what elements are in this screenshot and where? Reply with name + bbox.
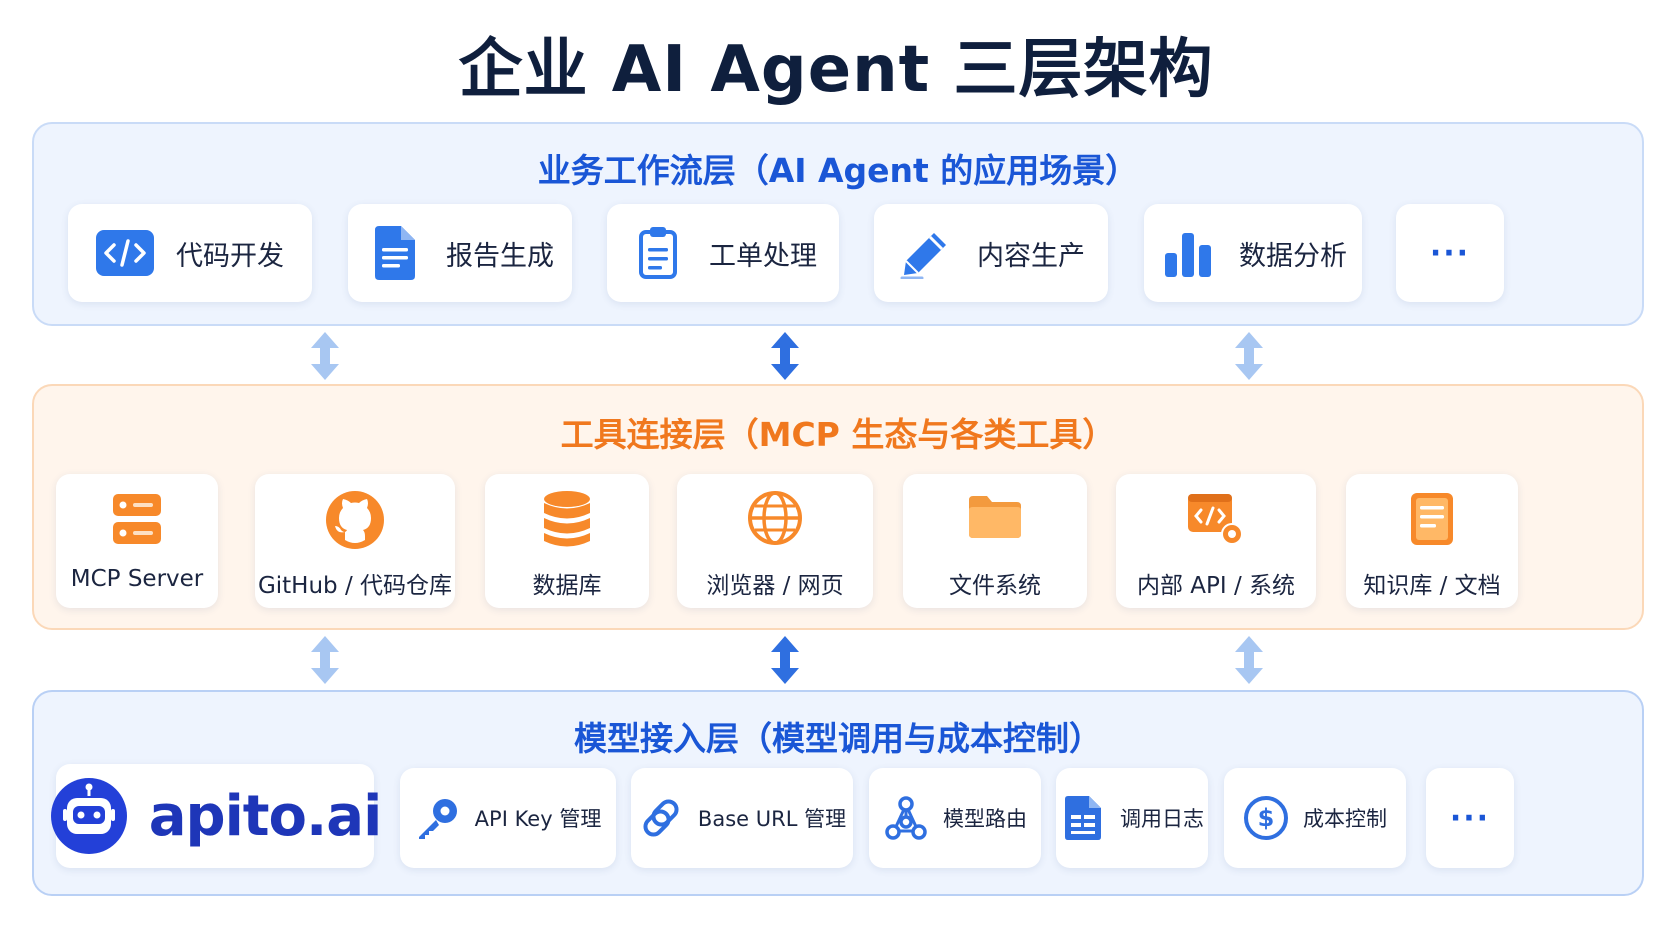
double-arrow-icon <box>1235 636 1263 684</box>
card-label: GitHub / 代码仓库 <box>257 573 453 599</box>
card-report-gen[interactable]: 报告生成 <box>348 204 572 302</box>
card-code-dev[interactable]: 代码开发 <box>68 204 312 302</box>
card-label: 工单处理 <box>709 240 817 272</box>
card-label: 浏览器 / 网页 <box>706 573 844 599</box>
card-more[interactable]: ··· <box>1396 204 1504 302</box>
page-title: 企业 AI Agent 三层架构 <box>458 33 1214 107</box>
code-icon <box>96 224 154 282</box>
business-layer-title: 业务工作流层（AI Agent 的应用场景） <box>537 151 1139 190</box>
card-label: 模型路由 <box>943 807 1027 831</box>
card-label: 知识库 / 文档 <box>1363 573 1501 599</box>
model-layer-title: 模型接入层（模型调用与成本控制） <box>574 719 1102 758</box>
card-github[interactable]: GitHub / 代码仓库 <box>255 474 455 608</box>
tools-layer-title: 工具连接层（MCP 生态与各类工具） <box>560 415 1116 454</box>
card-ticket[interactable]: 工单处理 <box>607 204 839 302</box>
brand-name: apito.ai <box>148 783 383 849</box>
card-label: 内部 API / 系统 <box>1136 573 1296 599</box>
card-label: Base URL 管理 <box>697 807 847 831</box>
card-mcp-server[interactable]: MCP Server <box>56 474 218 608</box>
card-label: 数据库 <box>532 573 602 599</box>
card-label: 数据分析 <box>1239 240 1347 272</box>
card-data-analysis[interactable]: 数据分析 <box>1144 204 1362 302</box>
pencil-icon <box>897 224 955 282</box>
link-icon <box>638 795 684 841</box>
double-arrow-icon <box>311 636 339 684</box>
double-arrow-icon <box>771 332 799 380</box>
database-icon <box>485 490 649 554</box>
card-label: 文件系统 <box>949 573 1041 599</box>
globe-icon <box>677 490 873 554</box>
robot-logo-icon <box>49 776 129 856</box>
card-base-url[interactable]: Base URL 管理 <box>631 768 853 868</box>
routing-icon <box>883 795 929 841</box>
double-arrow-icon <box>771 636 799 684</box>
card-api-key[interactable]: API Key 管理 <box>400 768 616 868</box>
double-arrow-icon <box>1235 332 1263 380</box>
svg-text:$: $ <box>1258 804 1275 832</box>
card-internal-api[interactable]: 内部 API / 系统 <box>1116 474 1316 608</box>
knowledge-doc-icon <box>1346 490 1518 554</box>
more-icon: ··· <box>1429 235 1471 271</box>
card-call-log[interactable]: 调用日志 <box>1056 768 1208 868</box>
api-settings-icon <box>1116 490 1316 554</box>
more-icon: ··· <box>1449 800 1491 836</box>
model-access-layer: 模型接入层（模型调用与成本控制） apito.ai API Key 管理 Bas… <box>32 690 1644 896</box>
card-model-routing[interactable]: 模型路由 <box>869 768 1041 868</box>
card-filesystem[interactable]: 文件系统 <box>903 474 1087 608</box>
card-label: 内容生产 <box>977 240 1085 272</box>
card-label: 报告生成 <box>446 240 554 272</box>
apito-brand-card[interactable]: apito.ai <box>50 764 382 868</box>
card-content[interactable]: 内容生产 <box>874 204 1108 302</box>
dollar-icon: $ <box>1243 795 1289 841</box>
document-icon <box>366 224 424 282</box>
tool-connection-layer: 工具连接层（MCP 生态与各类工具） MCP Server GitHub / 代… <box>32 384 1644 630</box>
card-more[interactable]: ··· <box>1426 768 1514 868</box>
card-label: MCP Server <box>70 566 204 592</box>
card-label: 成本控制 <box>1303 807 1387 831</box>
github-icon <box>255 490 455 554</box>
business-workflow-layer: 业务工作流层（AI Agent 的应用场景） 代码开发 报告生成 工单处理 内容… <box>32 122 1644 326</box>
key-icon <box>415 795 461 841</box>
card-knowledge-base[interactable]: 知识库 / 文档 <box>1346 474 1518 608</box>
card-label: 代码开发 <box>176 240 284 272</box>
clipboard-icon <box>629 224 687 282</box>
bar-chart-icon <box>1159 224 1217 282</box>
folder-icon <box>903 490 1087 554</box>
server-icon <box>56 490 218 554</box>
card-label: 调用日志 <box>1120 807 1204 831</box>
card-cost-control[interactable]: $ 成本控制 <box>1224 768 1406 868</box>
card-browser[interactable]: 浏览器 / 网页 <box>677 474 873 608</box>
double-arrow-icon <box>311 332 339 380</box>
card-label: API Key 管理 <box>474 807 602 831</box>
log-icon <box>1060 795 1106 841</box>
card-database[interactable]: 数据库 <box>485 474 649 608</box>
